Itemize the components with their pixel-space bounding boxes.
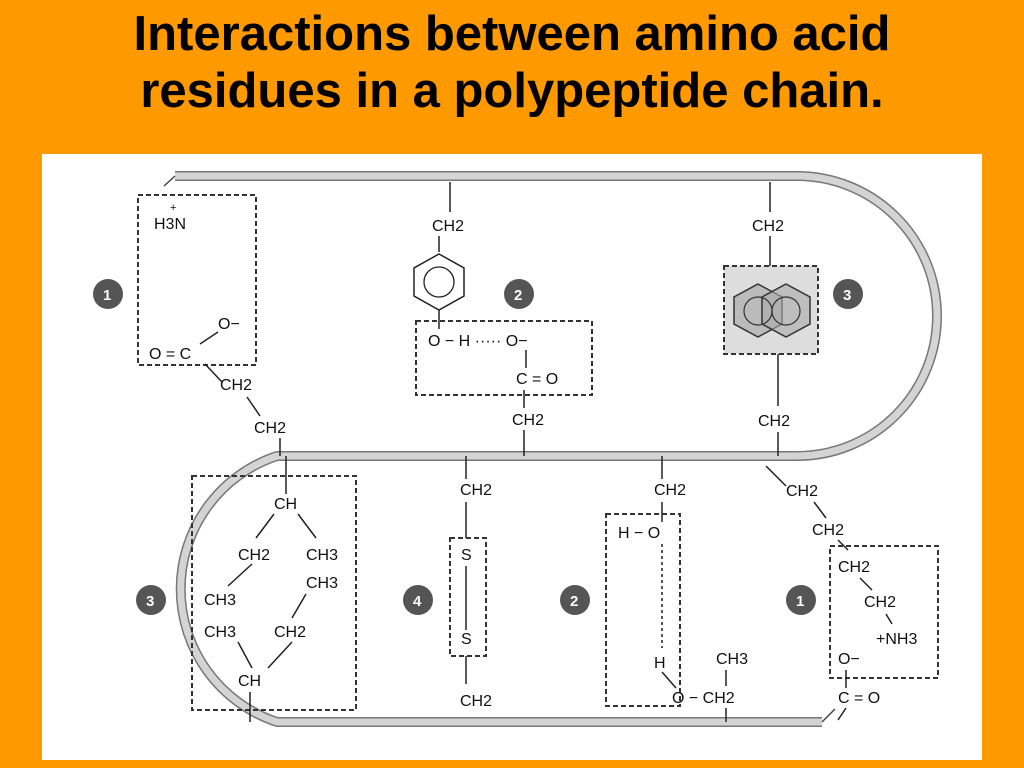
ch2-5top-label: CH2 (654, 482, 686, 499)
box-disulfide (449, 537, 487, 657)
badge-1-top: 1 (93, 279, 123, 309)
box-hydrophobic-bottom (191, 475, 357, 711)
o-minus-label: O− (218, 316, 240, 333)
ch-b-label: CH (238, 673, 261, 690)
ch2-2top-label: CH2 (432, 218, 464, 235)
svg-text:1: 1 (796, 593, 804, 610)
box-ionic-top (137, 194, 257, 366)
interactions-diagram: H3N + O− O = C CH2 CH2 CH2 O − H ····· O… (93, 171, 942, 727)
ch3-r2-label: CH3 (306, 575, 338, 592)
svg-text:4: 4 (413, 593, 422, 610)
ch2-3bot-label: CH2 (758, 413, 790, 430)
svg-text:3: 3 (146, 593, 154, 610)
ch2-l-label: CH2 (238, 547, 270, 564)
ch2-6d-label: CH2 (864, 594, 896, 611)
phenol-ring (413, 253, 465, 311)
svg-text:3: 3 (843, 287, 851, 304)
ch3-l2-label: CH3 (204, 624, 236, 641)
box-hbond-bottom (605, 513, 681, 707)
ch2-4top-label: CH2 (460, 482, 492, 499)
svg-text:2: 2 (514, 287, 522, 304)
ch3-l-label: CH3 (204, 592, 236, 609)
o-eq-c-label: O = C (149, 346, 191, 363)
ch3-r-label: CH3 (306, 547, 338, 564)
badge-3-top: 3 (833, 279, 863, 309)
slide-title: Interactions between amino acid residues… (0, 6, 1024, 120)
h3n-label: H3N (154, 216, 186, 233)
h-label: H (654, 655, 666, 672)
ch3-5-label: CH3 (716, 651, 748, 668)
svg-text:1: 1 (103, 287, 111, 304)
title-line-2: residues in a polypeptide chain. (140, 64, 884, 118)
nh3-label: +NH3 (876, 631, 917, 648)
h-o-label: H − O (618, 525, 660, 542)
badge-1-bottom: 1 (786, 585, 816, 615)
ch2-1b-label: CH2 (254, 420, 286, 437)
o-h-o-label: O − H ····· O− (428, 333, 528, 350)
badge-2-top: 2 (504, 279, 534, 309)
ch2-6b-label: CH2 (812, 522, 844, 539)
s-top-label: S (461, 547, 472, 564)
c-eq-o-6-label: C = O (838, 690, 880, 707)
badge-4: 4 (403, 585, 433, 615)
c-eq-o-label: C = O (516, 371, 558, 388)
box-hbond-top (415, 320, 593, 396)
o-minus-6-label: O− (838, 651, 860, 668)
ch2-6a-label: CH2 (786, 483, 818, 500)
ch2-6c-label: CH2 (838, 559, 870, 576)
ch2-1a-label: CH2 (220, 377, 252, 394)
svg-text:2: 2 (570, 593, 578, 610)
n-plus-charge: + (170, 202, 176, 214)
ch2-2bot-label: CH2 (512, 412, 544, 429)
title-line-1: Interactions between amino acid (133, 7, 891, 61)
s-bot-label: S (461, 631, 472, 648)
ch2-r2-label: CH2 (274, 624, 306, 641)
badge-3-bottom: 3 (136, 585, 166, 615)
ch2-4bot-label: CH2 (460, 693, 492, 710)
o-ch2-label: O − CH2 (672, 690, 735, 707)
badge-2-bottom: 2 (560, 585, 590, 615)
ch2-3top-label: CH2 (752, 218, 784, 235)
ch-label: CH (274, 496, 297, 513)
diagram-panel: H3N + O− O = C CH2 CH2 CH2 O − H ····· O… (42, 154, 982, 760)
